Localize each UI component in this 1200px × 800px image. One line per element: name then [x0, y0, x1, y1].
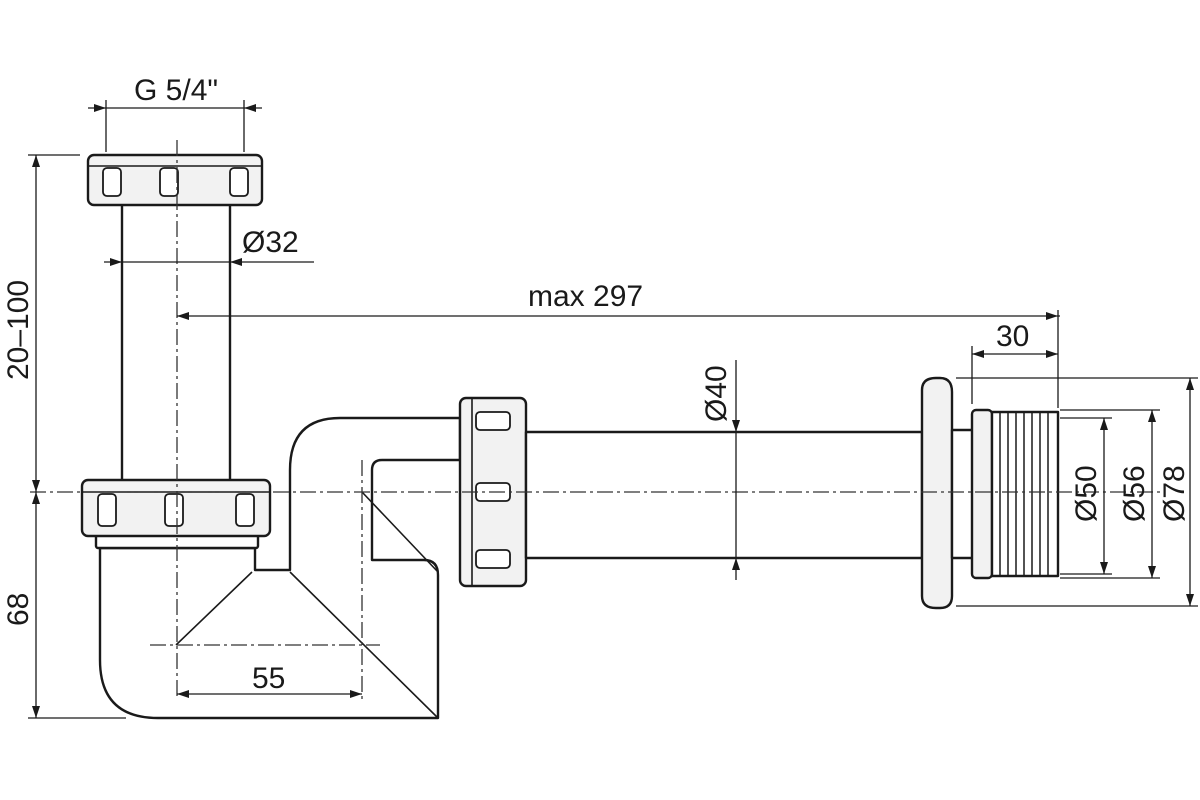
label-outlet-inner-diameter: Ø50 [1070, 465, 1103, 522]
label-offset: 55 [252, 662, 285, 695]
trap-bowl [98, 416, 462, 720]
dim-height-adjust: 20–100 [2, 154, 80, 492]
outlet-pipe [524, 430, 924, 560]
dim-outlet-thread: Ø56 [1060, 409, 1160, 579]
dim-trap-depth: 68 [2, 492, 126, 719]
inlet-tube [120, 198, 232, 487]
trap-inner-line-1 [175, 571, 253, 646]
lower-nut [80, 478, 272, 538]
dim-rosette: Ø78 [956, 377, 1198, 607]
dim-thread-length: 30 [971, 320, 1058, 404]
trap-inner-line-2 [289, 571, 439, 719]
label-outlet-pipe-diameter: Ø40 [700, 365, 733, 422]
dim-offset: 55 [177, 662, 362, 698]
dim-inlet-thread: G 5/4" [88, 74, 262, 152]
label-rosette-diameter: Ø78 [1158, 465, 1191, 522]
dim-max-length: max 297 [177, 280, 1060, 408]
label-thread-length: 30 [996, 320, 1029, 353]
trap-inner-line-3 [361, 491, 439, 573]
dim-outlet-pipe: Ø40 [700, 360, 740, 580]
wall-rosette [920, 376, 976, 610]
label-inlet-pipe-diameter: Ø32 [242, 226, 299, 259]
dim-inlet-pipe: Ø32 [104, 226, 314, 266]
top-nut [86, 153, 264, 207]
label-outlet-thread-diameter: Ø56 [1118, 465, 1151, 522]
label-inlet-thread: G 5/4" [134, 74, 218, 107]
threaded-adapter [970, 408, 1060, 580]
dim-outlet-inner: Ø50 [1060, 417, 1112, 575]
label-max-length: max 297 [528, 280, 643, 313]
label-trap-depth: 68 [2, 593, 35, 626]
label-height-adjust: 20–100 [2, 280, 35, 380]
